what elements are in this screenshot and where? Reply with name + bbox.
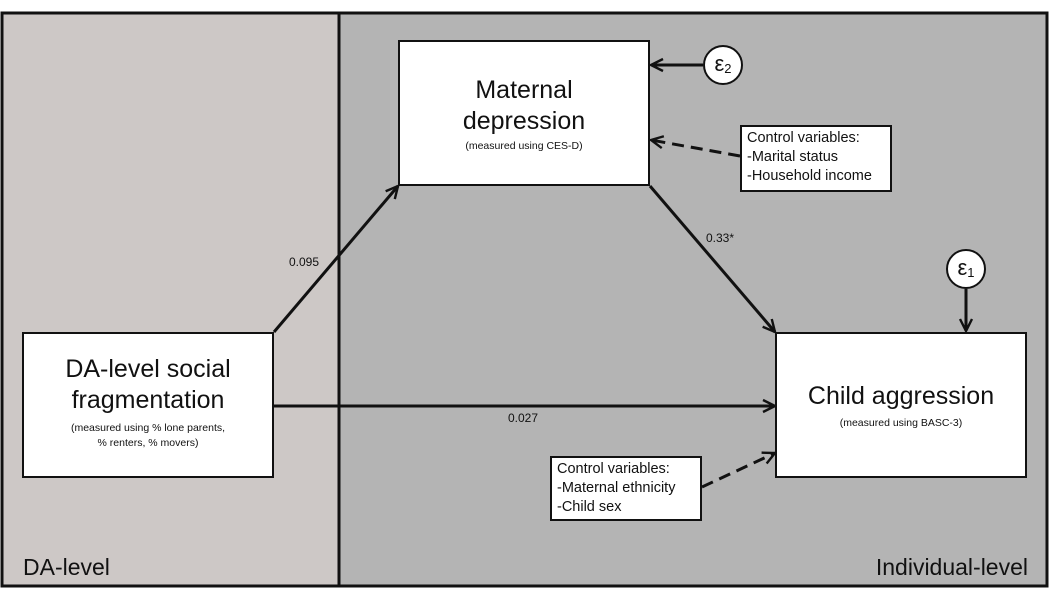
da-level-label: DA-level	[23, 554, 110, 580]
social-fragmentation-title-line-2: fragmentation	[71, 385, 225, 414]
child-aggression-title: Child aggression	[807, 382, 995, 410]
error-term-e2: ε2	[703, 45, 743, 85]
mediator-control-item: -Household income	[747, 168, 872, 185]
individual-level-label: Individual-level	[875, 554, 1028, 580]
outcome-control-item: -Maternal ethnicity	[557, 480, 676, 497]
maternal-depression-title-line-1: Maternal	[475, 76, 573, 104]
path-fragmentation-to-depression	[272, 186, 398, 333]
maternal-depression-title-line-2: depression	[462, 106, 586, 135]
social-fragmentation-subtitle-line-2: % renters, % movers)	[97, 437, 199, 450]
coefficient-fragmentation-to-depression: 0.095	[289, 255, 320, 269]
path-controls-to-depression	[651, 140, 741, 158]
outcome-control-variables-box: Control variables: -Maternal ethnicity -…	[550, 456, 702, 521]
outcome-control-item: -Child sex	[557, 499, 622, 516]
child-aggression-subtitle: (measured using BASC-3)	[839, 416, 963, 429]
error-e2-index: 2	[724, 61, 732, 76]
coefficient-depression-to-aggression: 0.33*	[706, 231, 735, 245]
social-fragmentation-subtitle-line-1: (measured using % lone parents,	[70, 422, 226, 434]
outcome-control-heading: Control variables:	[557, 461, 670, 477]
child-aggression-node: Child aggression (measured using BASC-3)	[775, 332, 1027, 478]
error-e2-symbol: ε	[714, 51, 725, 76]
path-controls-to-aggression	[701, 453, 775, 489]
mediator-control-variables-box: Control variables: -Marital status -Hous…	[740, 125, 892, 192]
error-term-e1: ε1	[946, 249, 986, 289]
mediator-control-heading: Control variables:	[747, 130, 860, 146]
maternal-depression-node: Maternal depression (measured using CES-…	[398, 40, 650, 186]
social-fragmentation-node: DA-level social fragmentation (measured …	[22, 332, 274, 478]
diagram-frame	[0, 11, 1049, 588]
error-e1-symbol: ε	[957, 255, 968, 280]
path-depression-to-aggression	[648, 185, 775, 332]
da-level-region	[2, 13, 339, 586]
error-e1-index: 1	[967, 265, 975, 280]
coefficient-fragmentation-to-aggression: 0.027	[508, 411, 539, 425]
maternal-depression-subtitle: (measured using CES-D)	[465, 140, 583, 152]
social-fragmentation-title-line-1: DA-level social	[65, 355, 231, 383]
mediator-control-item: -Marital status	[747, 149, 839, 166]
